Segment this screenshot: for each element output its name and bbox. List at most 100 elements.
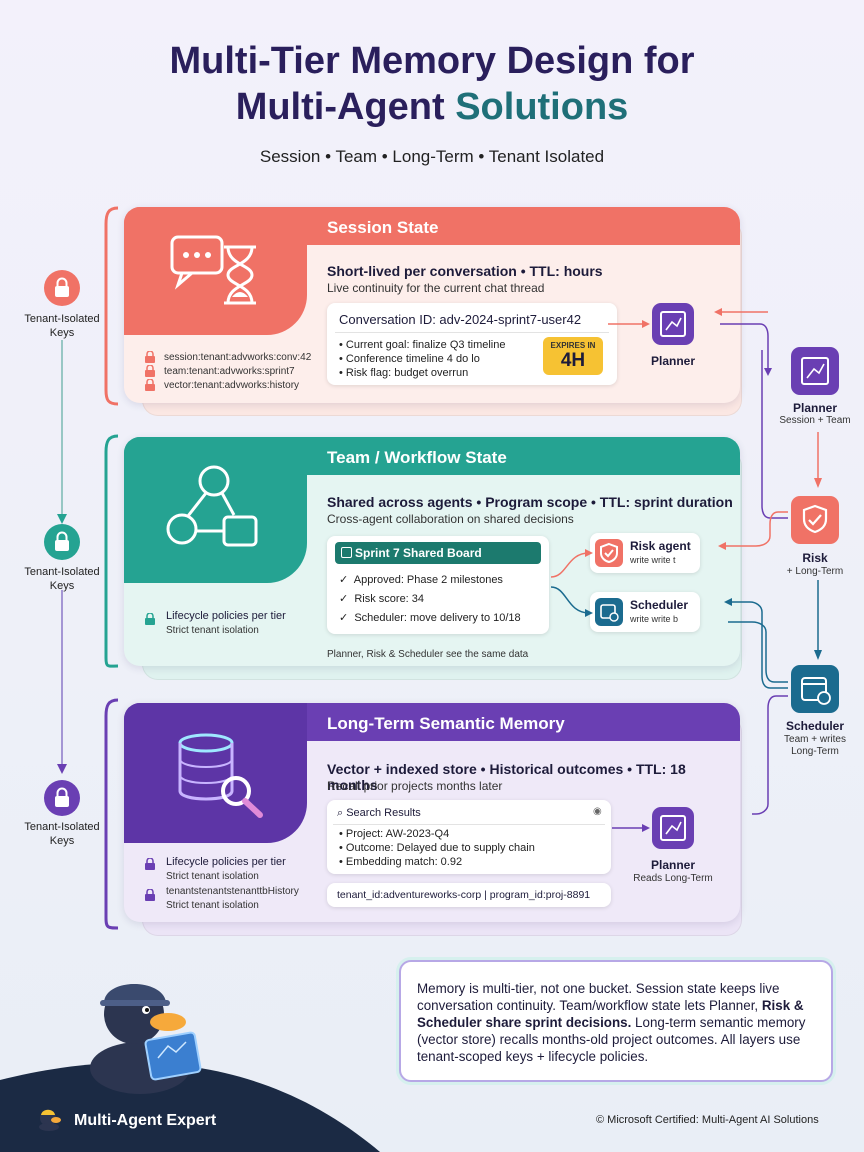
lock-icon <box>145 379 155 391</box>
scheduler-calendar-icon <box>791 665 839 713</box>
expires-value: 4H <box>560 350 586 371</box>
lock-icon <box>145 351 155 363</box>
key-line-2: team:tenant:advworks:sprint7 <box>164 366 295 377</box>
tenant-key-box: tenant_id:adventureworks-corp | program_… <box>327 883 611 907</box>
shield-check-icon <box>595 539 623 567</box>
board-to-agents-arrows <box>550 549 593 617</box>
session-bullet-1: • Current goal: finalize Q3 timeline <box>339 339 506 351</box>
right-agent-planner-sub: Session + Team <box>779 415 851 426</box>
planner-blueprint-icon <box>652 303 694 345</box>
tenant-keys-label-team: Tenant-Isolated Keys <box>24 566 100 592</box>
board-item-3: ✓ Scheduler: move delivery to 10/18 <box>339 612 521 624</box>
copyright: © Microsoft Certified: Multi-Agent AI So… <box>596 1114 819 1126</box>
longterm-card: Long-Term Semantic Memory Vector + index… <box>124 703 740 922</box>
summary-part-1: Memory is multi-tier, not one bucket. Se… <box>417 981 780 1013</box>
team-card: Team / Workflow State Shared across agen… <box>124 437 740 666</box>
team-policy-sub: Strict tenant isolation <box>166 625 259 636</box>
result-2: • Outcome: Delayed due to supply chain <box>339 842 535 854</box>
lock-icon-longterm <box>44 780 80 816</box>
divider <box>335 332 609 333</box>
board-item-1-text: Approved: Phase 2 milestones <box>353 574 503 586</box>
title-part-b: Solutions <box>455 86 629 128</box>
lock-icon <box>145 365 155 377</box>
right-agent-planner: Planner <box>792 401 837 415</box>
risk-agent-label: Risk agent <box>630 539 691 553</box>
longterm-policy-line-2: tenantstenantstenanttbHistory <box>166 886 299 897</box>
board-item-2: ✓ Risk score: 34 <box>339 593 425 605</box>
planner-blueprint-icon <box>652 807 694 849</box>
lock-icon-team <box>44 524 80 560</box>
team-desc: Shared across agents • Program scope • T… <box>327 494 733 510</box>
longterm-hero <box>124 703 307 843</box>
right-agent-risk-sub: + Long-Term <box>786 566 844 577</box>
title-line-2: Multi-Agent Solutions <box>0 84 864 130</box>
lock-icon <box>145 613 155 625</box>
team-policy-title: Lifecycle policies per tier <box>166 610 286 622</box>
database-search-icon <box>178 733 263 818</box>
longterm-title: Long-Term Semantic Memory <box>327 714 565 733</box>
team-hero <box>124 437 307 583</box>
summary-part-2: Long-term semantic memory (vector store)… <box>417 1015 806 1064</box>
longterm-policy-line-3: Strict tenant isolation <box>166 900 259 911</box>
scheduler-agent-label: Scheduler <box>630 598 689 612</box>
key-line-1: session:tenant:advworks:conv:42 <box>164 352 312 363</box>
longterm-agent-sub: Reads Long-Term <box>633 873 713 884</box>
right-agent-scheduler: Scheduler <box>785 719 845 733</box>
longterm-desc: Vector + indexed store • Historical outc… <box>327 761 686 793</box>
expires-badge: EXPIRES IN 4H <box>543 337 603 375</box>
longterm-sub: Recall prior projects months later <box>327 779 503 793</box>
conversation-box: Conversation ID: adv-2024-sprint7-user42… <box>327 303 617 385</box>
longterm-policy-title: Lifecycle policies per tier <box>166 856 286 868</box>
board-item-3-text: Scheduler: move delivery to 10/18 <box>354 612 521 624</box>
session-card: Session State Short-lived per conversati… <box>124 207 740 403</box>
right-agent-risk: Risk <box>802 551 828 565</box>
title-part-a: Multi-Agent <box>235 86 456 128</box>
duck-mascot-icon <box>90 984 202 1094</box>
session-bullet-3: • Risk flag: budget overrun <box>339 367 469 379</box>
risk-agent-chip: Risk agent write write t <box>590 533 700 573</box>
planner-icon <box>791 347 839 395</box>
tenant-keys-label-session: Tenant-Isolated Keys <box>24 313 100 339</box>
search-results-title: ⌕ Search Results <box>337 807 421 819</box>
longterm-agent-label: Planner <box>650 858 695 872</box>
team-footer: Planner, Risk & Scheduler see the same d… <box>327 649 529 660</box>
tenant-keys-label-longterm: Tenant-Isolated Keys <box>24 821 100 847</box>
sprint-board-title: Sprint 7 Shared Board <box>355 546 482 560</box>
right-routing-lines <box>714 308 822 815</box>
session-hero <box>124 207 307 335</box>
lock-icon-session <box>44 270 80 306</box>
board-item-1: ✓ Approved: Phase 2 milestones <box>339 574 503 586</box>
summary-bold: Risk & Scheduler share sprint decisions. <box>417 998 804 1030</box>
lock-icon <box>145 889 155 901</box>
session-bullet-2: • Conference timeline 4 do lo <box>339 353 480 365</box>
lock-icon <box>145 858 155 870</box>
result-1: • Project: AW-2023-Q4 <box>339 828 450 840</box>
session-title: Session State <box>327 218 439 237</box>
mini-duck-icon <box>36 1106 62 1132</box>
page-title: Multi-Tier Memory Design for Multi-Agent… <box>0 38 864 130</box>
brand-name: Multi-Agent Expert <box>74 1112 217 1129</box>
search-results-title-text: Search Results <box>346 807 421 819</box>
title-line-1: Multi-Tier Memory Design for <box>169 40 695 82</box>
chat-hourglass-icon <box>170 235 256 305</box>
page-subtitle: Session • Team • Long-Term • Tenant Isol… <box>259 147 605 166</box>
session-sub: Live continuity for the current chat thr… <box>327 281 545 295</box>
board-item-2-text: Risk score: 34 <box>354 593 425 605</box>
scheduler-agent-sub: write write b <box>630 614 679 624</box>
sprint-board-header: Sprint 7 Shared Board <box>335 542 541 564</box>
team-sub: Cross-agent collaboration on shared deci… <box>327 512 574 526</box>
right-agent-scheduler-sub-1: Team + writes <box>784 734 846 745</box>
session-desc: Short-lived per conversation • TTL: hour… <box>327 263 603 279</box>
left-timeline <box>57 206 119 930</box>
team-network-icon <box>166 465 258 547</box>
session-box-to-planner-arrow <box>608 320 650 328</box>
summary-box: Memory is multi-tier, not one bucket. Se… <box>399 960 833 1082</box>
divider <box>333 824 605 825</box>
risk-agent-sub: write write t <box>630 555 676 565</box>
conversation-id: Conversation ID: adv-2024-sprint7-user42 <box>339 312 582 327</box>
result-3: • Embedding match: 0.92 <box>339 856 463 868</box>
footer-band <box>0 1062 380 1152</box>
tenant-key-line: tenant_id:adventureworks-corp | program_… <box>337 889 591 901</box>
risk-shield-icon <box>791 496 839 544</box>
board-icon <box>341 547 352 558</box>
